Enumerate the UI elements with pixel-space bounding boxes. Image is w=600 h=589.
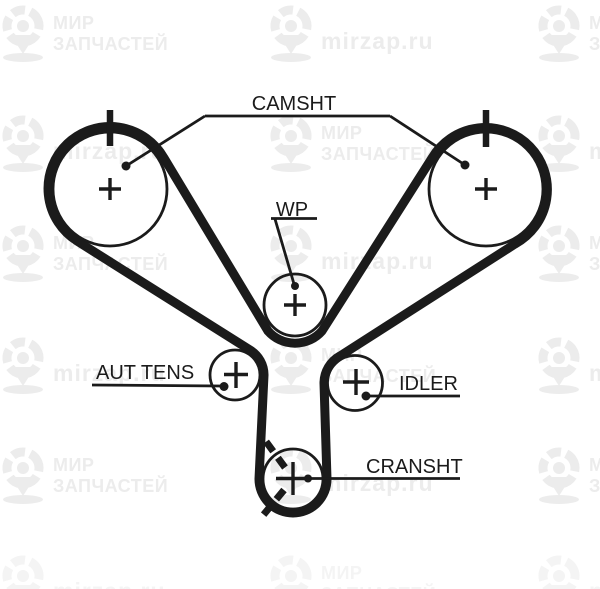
watermark-site-text: mirzap.ru bbox=[589, 578, 600, 589]
watermark-site-text: mirzap.ru bbox=[321, 28, 434, 54]
watermark-site: mirzap.ru bbox=[0, 336, 166, 394]
map-pin-logo-icon bbox=[2, 555, 44, 589]
watermark-site: mirzap.ru bbox=[536, 336, 600, 394]
pulley-center-crosses bbox=[99, 178, 497, 495]
watermark-site-text: mirzap.ru bbox=[321, 470, 434, 496]
watermark-site: mirzap.ru bbox=[268, 4, 434, 62]
map-pin-logo-icon bbox=[538, 555, 580, 589]
camshaft-left-leader-dot bbox=[121, 161, 131, 171]
crankshaft-label: CRANSHT bbox=[366, 456, 463, 478]
map-pin-logo-icon bbox=[538, 447, 580, 504]
map-pin-logo-icon bbox=[538, 337, 580, 394]
tensioner-pulley bbox=[208, 348, 262, 402]
map-pin-logo-icon bbox=[270, 225, 312, 282]
map-pin-logo-icon bbox=[538, 5, 580, 62]
watermark-site-text: mirzap.ru bbox=[589, 360, 600, 394]
water-pump-leader-line bbox=[271, 217, 317, 285]
camshaft-label: CAMSHT bbox=[251, 93, 337, 115]
crankshaft-leader-dot bbox=[304, 474, 312, 483]
camshaft-right-leader-dot bbox=[460, 160, 470, 170]
idler-pulley bbox=[326, 354, 384, 412]
tensioner-leader-line bbox=[91, 383, 222, 388]
map-pin-logo-icon bbox=[2, 5, 44, 62]
watermark-site: mirzap.ru bbox=[536, 554, 600, 589]
watermark-site-text: mirzap.ru bbox=[589, 138, 600, 172]
idler-label: IDLER bbox=[399, 373, 458, 395]
map-pin-logo-icon bbox=[538, 225, 580, 282]
camshaft-timing-marks bbox=[106, 110, 490, 147]
map-pin-logo-icon bbox=[2, 337, 44, 394]
watermark-site: mirzap.ru bbox=[0, 554, 166, 589]
water-pump-leader-dot bbox=[291, 282, 299, 290]
map-pin-logo-icon bbox=[538, 115, 580, 172]
timing-belt bbox=[43, 122, 552, 518]
tensioner-label: AUT TENS bbox=[96, 362, 195, 384]
map-pin-logo-icon bbox=[2, 225, 44, 282]
map-pin-logo-icon bbox=[270, 115, 312, 172]
idler-leader-dot bbox=[361, 391, 371, 401]
watermark-site-text: mirzap.ru bbox=[53, 360, 166, 386]
map-pin-logo-icon bbox=[2, 447, 44, 504]
camshaft-leader-lines bbox=[125, 114, 466, 168]
map-pin-logo-icon bbox=[270, 5, 312, 62]
watermark-site: mirzap.ru bbox=[268, 224, 434, 282]
crankshaft-timing-mark-lower bbox=[259, 487, 287, 519]
tensioner-leader-dot bbox=[219, 382, 229, 391]
map-pin-logo-icon bbox=[270, 555, 312, 589]
water-pump-label: WP bbox=[275, 199, 309, 221]
watermark-site-text: mirzap.ru bbox=[53, 578, 166, 589]
crankshaft-timing-mark-upper bbox=[261, 437, 288, 470]
water-pump-pulley bbox=[262, 272, 328, 338]
map-pin-logo-icon bbox=[2, 115, 44, 172]
watermark-site: mirzap.ru bbox=[536, 114, 600, 172]
